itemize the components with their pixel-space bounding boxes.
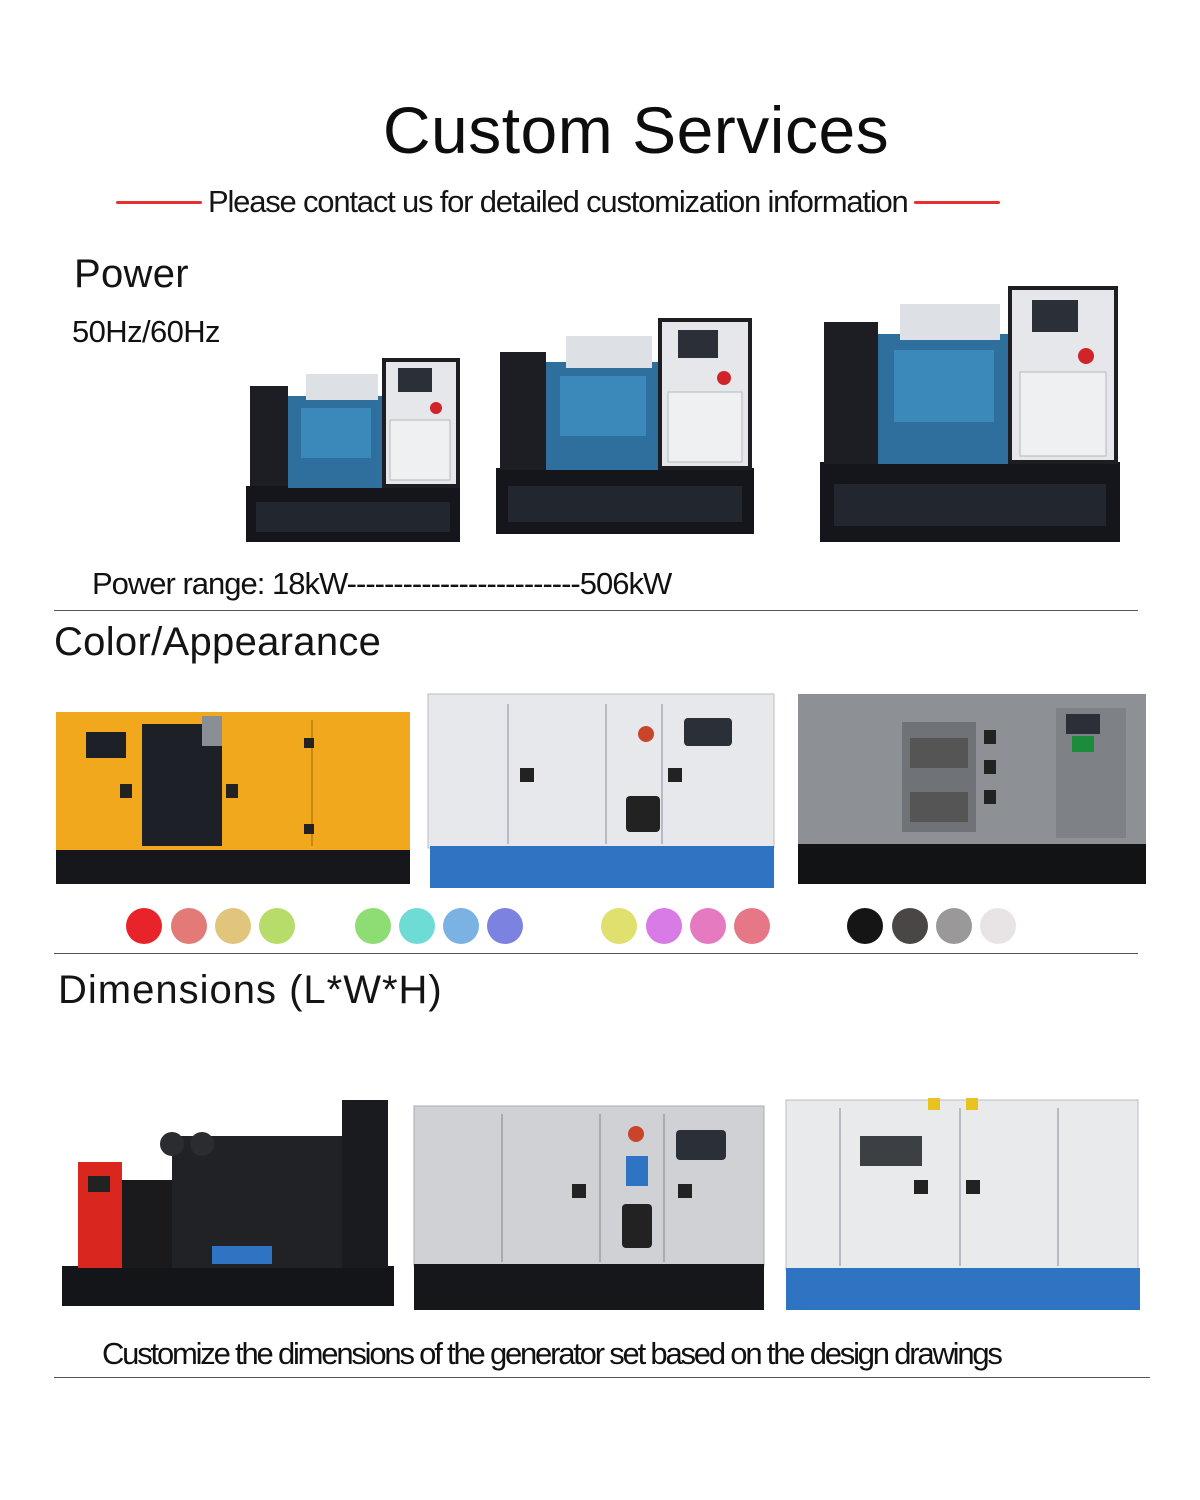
color-swatch[interactable] (399, 908, 435, 944)
page-title: Custom Services (382, 93, 890, 167)
dimensions-caption: Customize the dimensions of the generato… (102, 1336, 1003, 1371)
divider-color (54, 953, 1138, 954)
white-blue-silent-generator (427, 693, 775, 888)
color-swatch[interactable] (980, 908, 1016, 944)
color-swatch[interactable] (487, 908, 523, 944)
color-swatch[interactable] (892, 908, 928, 944)
open-frame-generator-small (246, 358, 460, 542)
white-silent-generator-blue-base (785, 1098, 1140, 1310)
frequency-label: 50Hz/60Hz (72, 314, 221, 349)
color-swatch[interactable] (646, 908, 682, 944)
color-swatch[interactable] (936, 908, 972, 944)
color-swatch[interactable] (215, 908, 251, 944)
color-swatch[interactable] (847, 908, 883, 944)
subtitle-left-rule (116, 200, 202, 204)
power-range-label: Power range: 18kW-----------------------… (92, 566, 672, 601)
grey-silent-generator (413, 1105, 765, 1310)
color-swatch[interactable] (601, 908, 637, 944)
color-swatch[interactable] (690, 908, 726, 944)
open-frame-generator-large (820, 286, 1120, 542)
power-section-title: Power (74, 252, 189, 296)
color-swatch[interactable] (443, 908, 479, 944)
dimensions-section-title: Dimensions (L*W*H) (58, 968, 443, 1012)
yellow-silent-generator (56, 712, 410, 884)
color-swatch[interactable] (259, 908, 295, 944)
color-swatch[interactable] (126, 908, 162, 944)
open-frame-generator-medium (496, 318, 754, 534)
divider-dimensions (54, 1377, 1150, 1378)
color-swatch[interactable] (734, 908, 770, 944)
subtitle-right-rule (913, 200, 1000, 204)
subtitle-row: Please contact us for detailed customiza… (116, 180, 1086, 224)
open-frame-generator-red-panel (62, 1100, 394, 1306)
color-swatch[interactable] (171, 908, 207, 944)
color-section-title: Color/Appearance (54, 620, 382, 664)
subtitle: Please contact us for detailed customiza… (208, 184, 909, 219)
grey-black-silent-generator (798, 694, 1146, 884)
color-swatch[interactable] (355, 908, 391, 944)
divider-power (54, 610, 1138, 611)
